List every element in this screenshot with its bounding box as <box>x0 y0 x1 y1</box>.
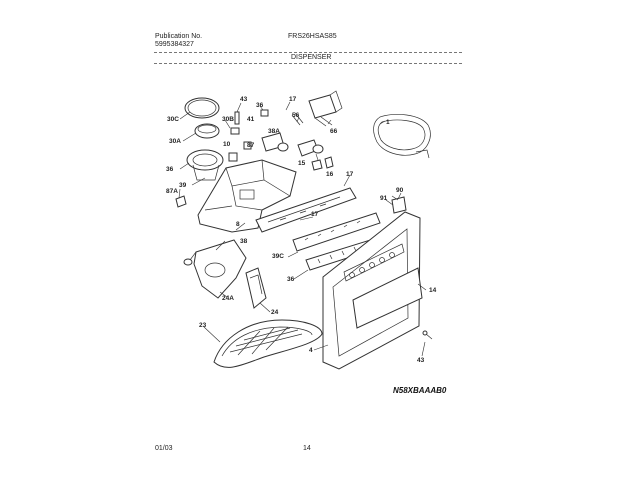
callout-label: 16 <box>326 171 334 178</box>
callout-label: 36 <box>287 276 295 283</box>
model-number: FRS26HSAS85 <box>288 33 337 40</box>
front-panel-part <box>322 196 423 370</box>
circuit-board-part <box>255 187 357 233</box>
callout-label: 91 <box>380 195 388 202</box>
callout-label: 30B <box>222 116 234 123</box>
publication-label: Publication No. <box>155 33 203 40</box>
callout-label: 43 <box>240 96 248 103</box>
callout-label: 66 <box>330 128 338 135</box>
callout-label: 17 <box>346 171 354 178</box>
screw-parts <box>391 195 433 340</box>
callout-label: 10 <box>223 141 231 148</box>
callout-label: 87 <box>247 142 255 149</box>
callout-label: 38 <box>240 238 248 245</box>
callout-label: 36 <box>256 102 264 109</box>
callout-label: 38A <box>268 128 280 135</box>
switch-board-part <box>292 212 381 252</box>
callout-label: 43 <box>417 357 425 364</box>
callout-label: 14 <box>429 287 437 294</box>
chute-part <box>183 239 247 299</box>
header-rule-bottom <box>154 63 462 64</box>
callout-label: 8 <box>236 221 240 228</box>
callout-label: 17 <box>311 211 319 218</box>
callout-label: 56 <box>292 112 300 119</box>
dispenser-housing-part <box>197 159 297 233</box>
callout-label: 90 <box>396 187 404 194</box>
publication-number: 5995384327 <box>155 41 194 48</box>
drip-tray-part <box>213 319 323 368</box>
diagram-reference-code: N58XBAAAB0 <box>393 386 447 395</box>
cap-part <box>194 123 220 139</box>
section-title: DISPENSER <box>291 54 332 61</box>
callout-label: 30C <box>167 116 179 123</box>
footer-page-number: 14 <box>303 445 311 452</box>
callout-label: 30A <box>169 138 181 145</box>
flap-part <box>245 267 267 309</box>
callout-labels: 43 36 17 30C 30B 41 56 66 10 87 38A 1 30… <box>166 96 437 364</box>
callout-label: 24 <box>271 309 279 316</box>
callout-label: 24A <box>222 295 234 302</box>
leader-lines <box>178 101 427 357</box>
callout-label: 87A <box>166 188 178 195</box>
funnel-part <box>186 149 224 181</box>
callout-label: 15 <box>298 160 306 167</box>
small-parts <box>175 109 334 208</box>
tubing-coil-part <box>373 114 431 159</box>
callout-label: 17 <box>289 96 297 103</box>
gasket-ring-part <box>184 97 220 119</box>
callout-label: 41 <box>247 116 255 123</box>
actuator-block-part <box>308 90 343 127</box>
callout-label: 36 <box>166 166 174 173</box>
footer-date: 01/03 <box>155 445 173 452</box>
header-rule-top <box>154 52 462 53</box>
callout-label: 4 <box>309 347 313 354</box>
callout-label: 39 <box>179 182 187 189</box>
callout-label: 23 <box>199 322 207 329</box>
callout-label: 1 <box>386 119 390 126</box>
callout-label: 39C <box>272 253 284 260</box>
